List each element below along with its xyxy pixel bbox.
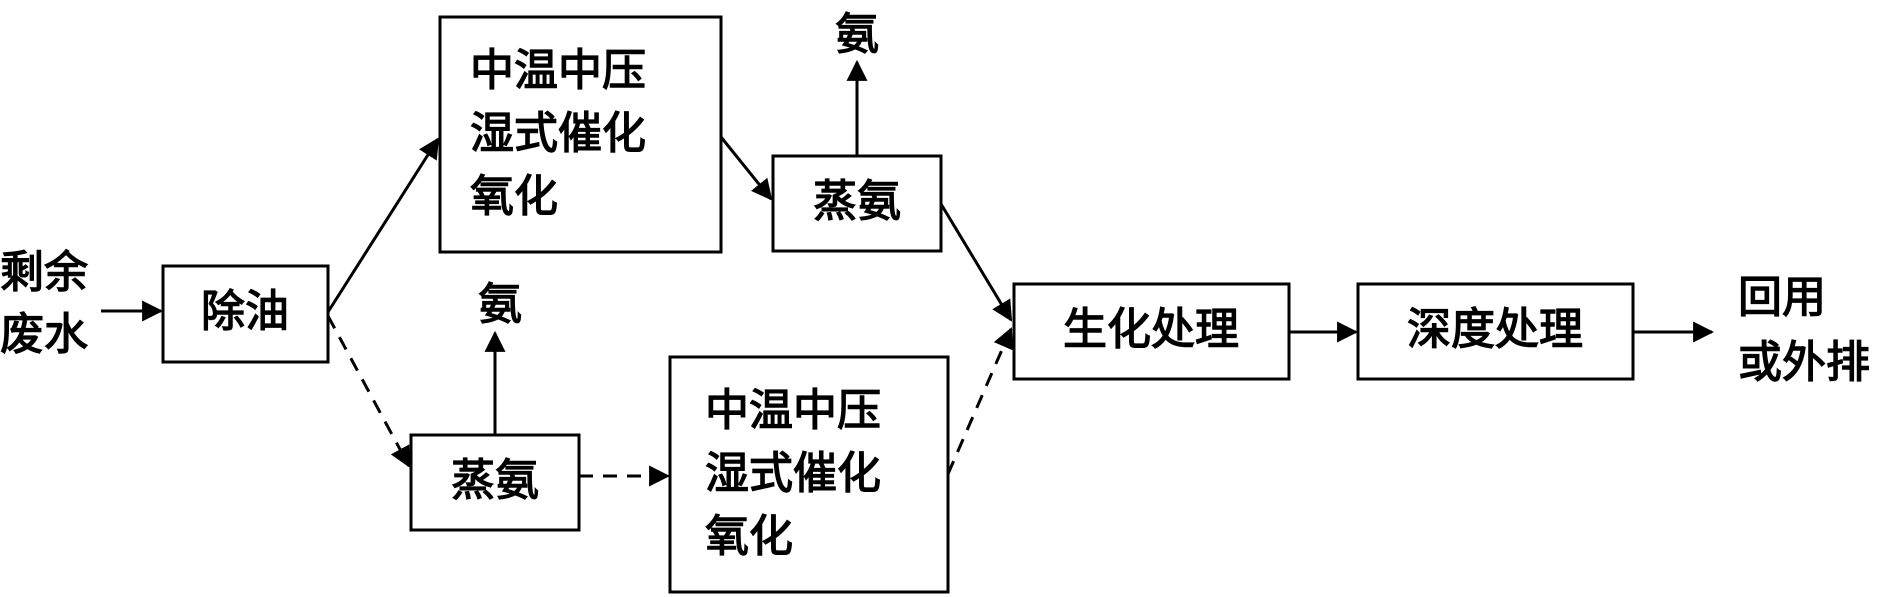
biochemical-box xyxy=(1012,282,1291,381)
wet-oxidation-top-line-3: 氧化 xyxy=(470,171,558,222)
output-label-line-2: 或外排 xyxy=(1738,337,1870,388)
wet-oxidation-top-line-2: 湿式催化 xyxy=(470,108,646,159)
ammonia-stripping-top-label: 蒸氨 xyxy=(813,176,901,227)
ammonia-stripping-bottom-label: 蒸氨 xyxy=(451,455,539,506)
ammonia-top-label: 氨 xyxy=(835,9,879,60)
wet-oxidation-top-line-1: 中温中压 xyxy=(470,45,646,96)
advanced-treatment-box xyxy=(1356,282,1635,381)
input-label-line-1: 剩余 xyxy=(0,247,89,298)
biochemical-label: 生化处理 xyxy=(1063,304,1239,355)
arrow-ammonia-stripping-top-to-biochemical xyxy=(939,203,1013,322)
wet-oxidation-bottom-line-1: 中温中压 xyxy=(705,385,881,436)
wet-oxidation-bottom-line-3: 氧化 xyxy=(705,511,793,562)
wet-oxidation-bottom-box xyxy=(668,355,950,594)
arrow-wet-oxidation-to-ammonia-stripping-top xyxy=(719,136,773,201)
arrow-oil-removal-to-ammonia-stripping-bottom xyxy=(326,315,411,468)
advanced-treatment-label: 深度处理 xyxy=(1407,304,1583,355)
input-label-line-2: 废水 xyxy=(0,309,89,360)
wet-oxidation-bottom-line-2: 湿式催化 xyxy=(705,448,881,499)
output-label-line-1: 回用 xyxy=(1738,272,1826,323)
wet-oxidation-top-box xyxy=(438,15,723,254)
ammonia-stripping-bottom-box xyxy=(409,433,581,532)
oil-removal-label: 除油 xyxy=(201,286,289,337)
arrow-wet-oxidation-bottom-to-biochemical xyxy=(946,327,1014,475)
arrow-oil-removal-to-wet-oxidation-top xyxy=(326,137,440,313)
ammonia-bottom-label: 氨 xyxy=(478,279,522,330)
